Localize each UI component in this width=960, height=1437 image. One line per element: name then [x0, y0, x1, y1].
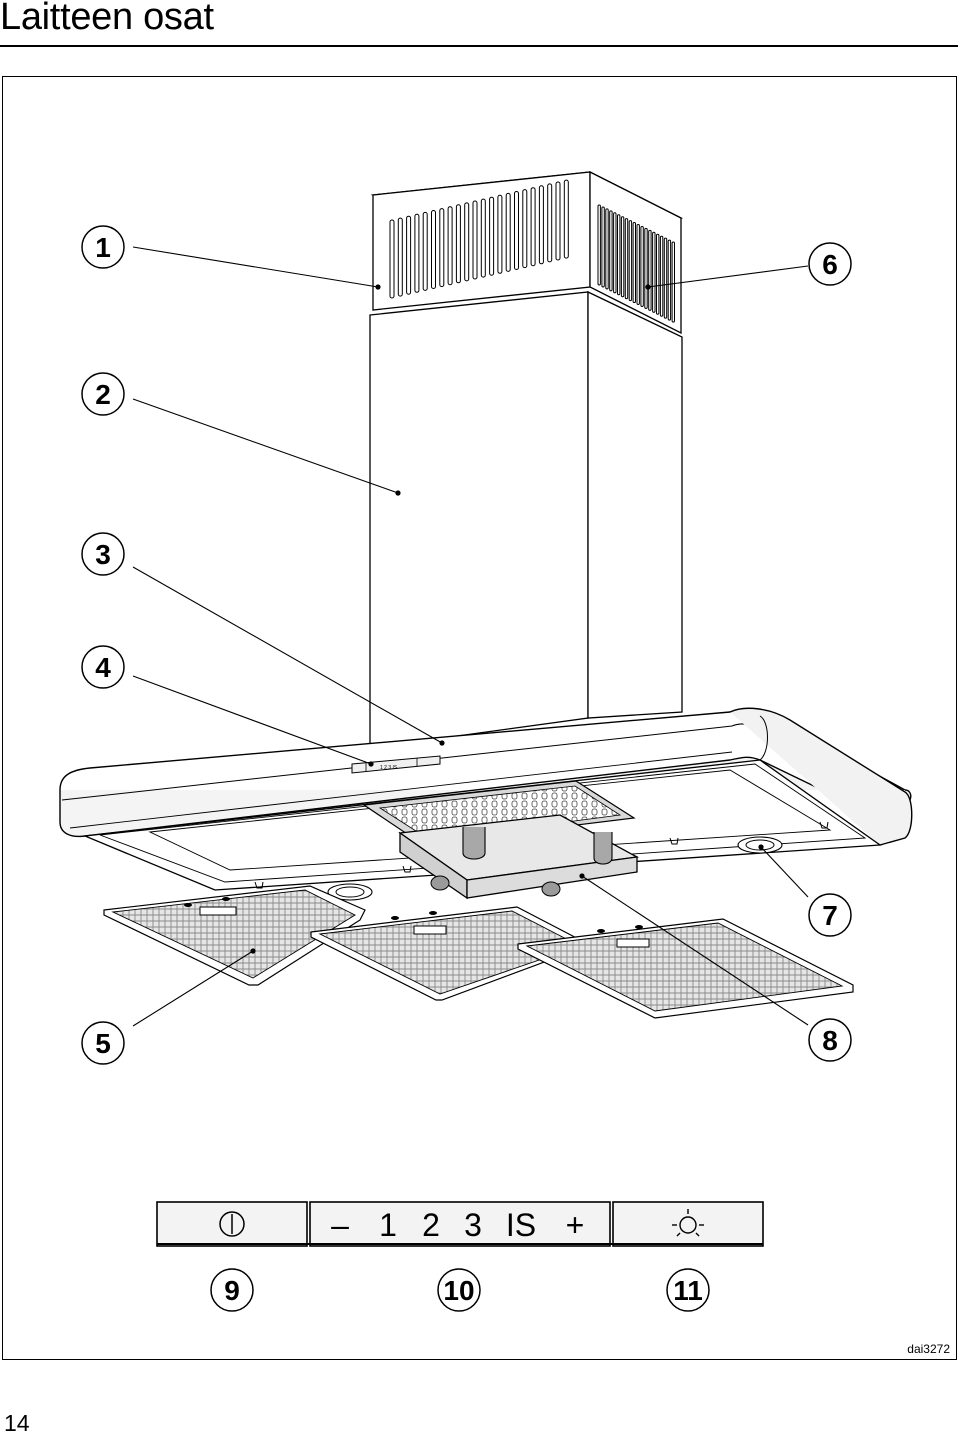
- callout-11: 11: [666, 1268, 710, 1312]
- vent-slot: [597, 204, 601, 286]
- vent-slot: [464, 202, 470, 282]
- svg-text:7: 7: [822, 900, 838, 931]
- figure-frame: [2, 76, 957, 1360]
- vent-slot: [659, 235, 664, 317]
- vent-slot: [663, 237, 668, 319]
- callout-9: 9: [210, 1268, 254, 1312]
- control-panel: [156, 1201, 764, 1247]
- fan-plus-label: +: [566, 1207, 585, 1243]
- vent-slot: [617, 214, 621, 296]
- vent-slot: [628, 220, 633, 302]
- vent-slot: [439, 208, 445, 288]
- vent-slot: [648, 229, 652, 311]
- page-number: 14: [4, 1410, 30, 1436]
- vent-slot: [514, 191, 519, 270]
- svg-text:2: 2: [95, 379, 111, 410]
- vent-slot: [538, 185, 544, 265]
- vent-slot: [489, 196, 495, 276]
- svg-text:8: 8: [822, 1025, 838, 1056]
- vent-slot: [414, 213, 420, 293]
- vent-slot: [667, 239, 672, 321]
- svg-text:3: 3: [95, 539, 111, 570]
- fan-speed-1-label: 1: [379, 1207, 397, 1243]
- fan-minus-label: –: [331, 1207, 349, 1243]
- figure-code: dai3272: [907, 1342, 950, 1356]
- svg-text:6: 6: [822, 249, 838, 280]
- vent-slot: [522, 189, 528, 269]
- vent-slot: [671, 241, 675, 323]
- vent-slot: [472, 200, 478, 280]
- vent-slot: [609, 210, 613, 292]
- light-icon: [672, 1209, 704, 1237]
- callout-10: 10: [437, 1268, 481, 1312]
- vent-slot: [656, 233, 660, 315]
- vent-slot: [636, 224, 640, 305]
- charcoal-filter-box: [398, 814, 640, 900]
- svg-text:4: 4: [95, 652, 111, 683]
- vent-slot: [447, 206, 453, 286]
- svg-text:5: 5: [95, 1028, 111, 1059]
- vent-slot: [555, 181, 561, 261]
- canopy-control-strip: 1 2 3 IS: [351, 755, 441, 774]
- vent-slot: [652, 231, 656, 313]
- vent-slot: [505, 192, 511, 272]
- vent-slot: [480, 198, 486, 278]
- grease-filter-middle: [310, 906, 592, 1001]
- svg-text:1: 1: [95, 232, 111, 263]
- callout-4: 4: [81, 645, 125, 689]
- vent-slots-front: [389, 179, 569, 299]
- callout-1: 1: [81, 225, 125, 269]
- fan-speed-3-label: 3: [464, 1207, 482, 1243]
- callout-5: 5: [81, 1021, 125, 1065]
- grease-filter-right: [517, 918, 854, 1019]
- grease-filter-left: [103, 885, 366, 986]
- fan-speed-2-label: 2: [422, 1207, 440, 1243]
- title-rule: [0, 45, 958, 47]
- leader-lines: [132, 246, 809, 1027]
- callout-6: 6: [808, 242, 852, 286]
- vent-slot: [620, 216, 625, 298]
- svg-text:1 2 3 IS: 1 2 3 IS: [380, 765, 398, 771]
- vent-slot: [644, 227, 648, 309]
- callout-2: 2: [81, 372, 125, 416]
- leader-dots: [250, 284, 764, 954]
- vent-slots-side: [597, 204, 675, 323]
- vent-slot: [530, 187, 536, 267]
- callout-8: 8: [808, 1018, 852, 1062]
- svg-text:10: 10: [443, 1275, 474, 1306]
- vent-slot: [455, 204, 461, 284]
- vent-slot: [422, 211, 428, 291]
- fan-intensive-label: IS: [506, 1207, 536, 1243]
- vent-slot: [406, 215, 412, 295]
- extraction-grille: [362, 780, 636, 845]
- fan-speed-labels: – 1 2 3 IS +: [331, 1207, 584, 1243]
- vent-slot: [640, 225, 644, 307]
- vent-slot: [624, 218, 629, 300]
- svg-text:11: 11: [673, 1275, 703, 1306]
- vent-slot: [497, 194, 503, 274]
- vent-slot: [563, 179, 569, 259]
- power-icon: [219, 1211, 245, 1237]
- hood-canopy: [59, 707, 913, 901]
- chimney-lower: [369, 290, 683, 749]
- svg-text:9: 9: [224, 1275, 240, 1306]
- vent-slot: [431, 210, 436, 289]
- callout-7: 7: [808, 893, 852, 937]
- page-title: Laitteen osat: [0, 0, 214, 38]
- vent-slot: [397, 217, 403, 297]
- vent-slot: [601, 206, 605, 288]
- callout-3: 3: [81, 532, 125, 576]
- vent-slot: [547, 183, 553, 263]
- vent-slot: [613, 212, 617, 294]
- vent-slot: [605, 208, 609, 290]
- vent-slot: [389, 219, 395, 299]
- vent-slot: [632, 222, 636, 304]
